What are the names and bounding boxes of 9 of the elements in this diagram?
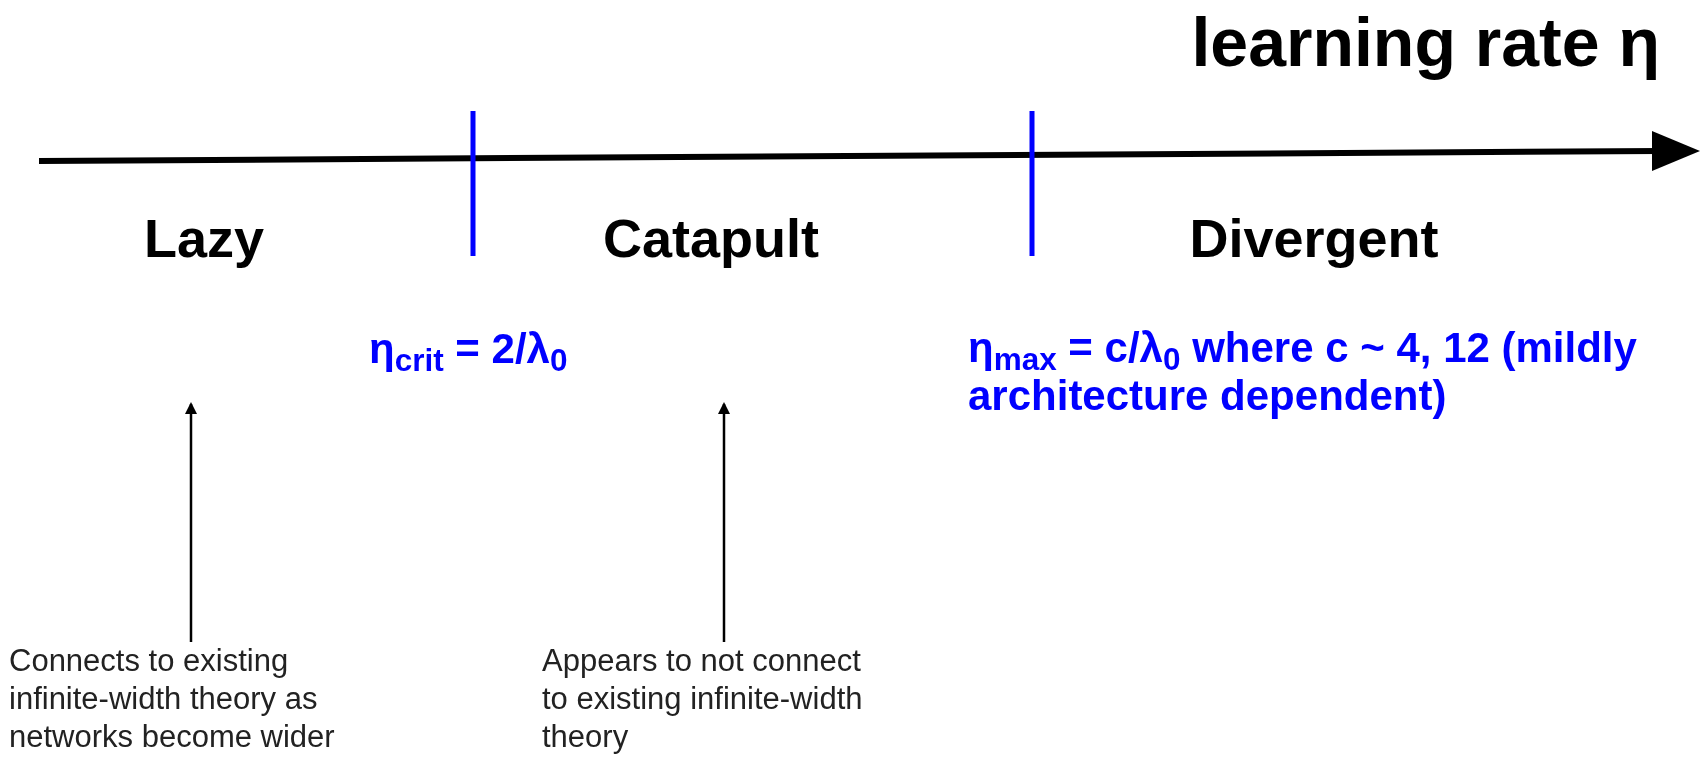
note-text: Appears to not connect to existing infinite-width theory [542, 642, 864, 756]
arrow [718, 402, 730, 642]
regime-label: Lazy [142, 207, 266, 270]
formula-label: η$_{crit}$ = 2/λ$_{0}$ [369, 324, 569, 375]
note-text: Connects to existing infinite-width theory as networks become wider [9, 642, 336, 756]
regime-label: Divergent [1188, 207, 1440, 270]
formula-label: η$_{max}$ = c/λ$_{0}$ where c ~ 4, 12 (mildly architecture dependent) [968, 324, 1638, 421]
arrow [185, 402, 197, 642]
regime-label: Catapult [602, 207, 820, 270]
